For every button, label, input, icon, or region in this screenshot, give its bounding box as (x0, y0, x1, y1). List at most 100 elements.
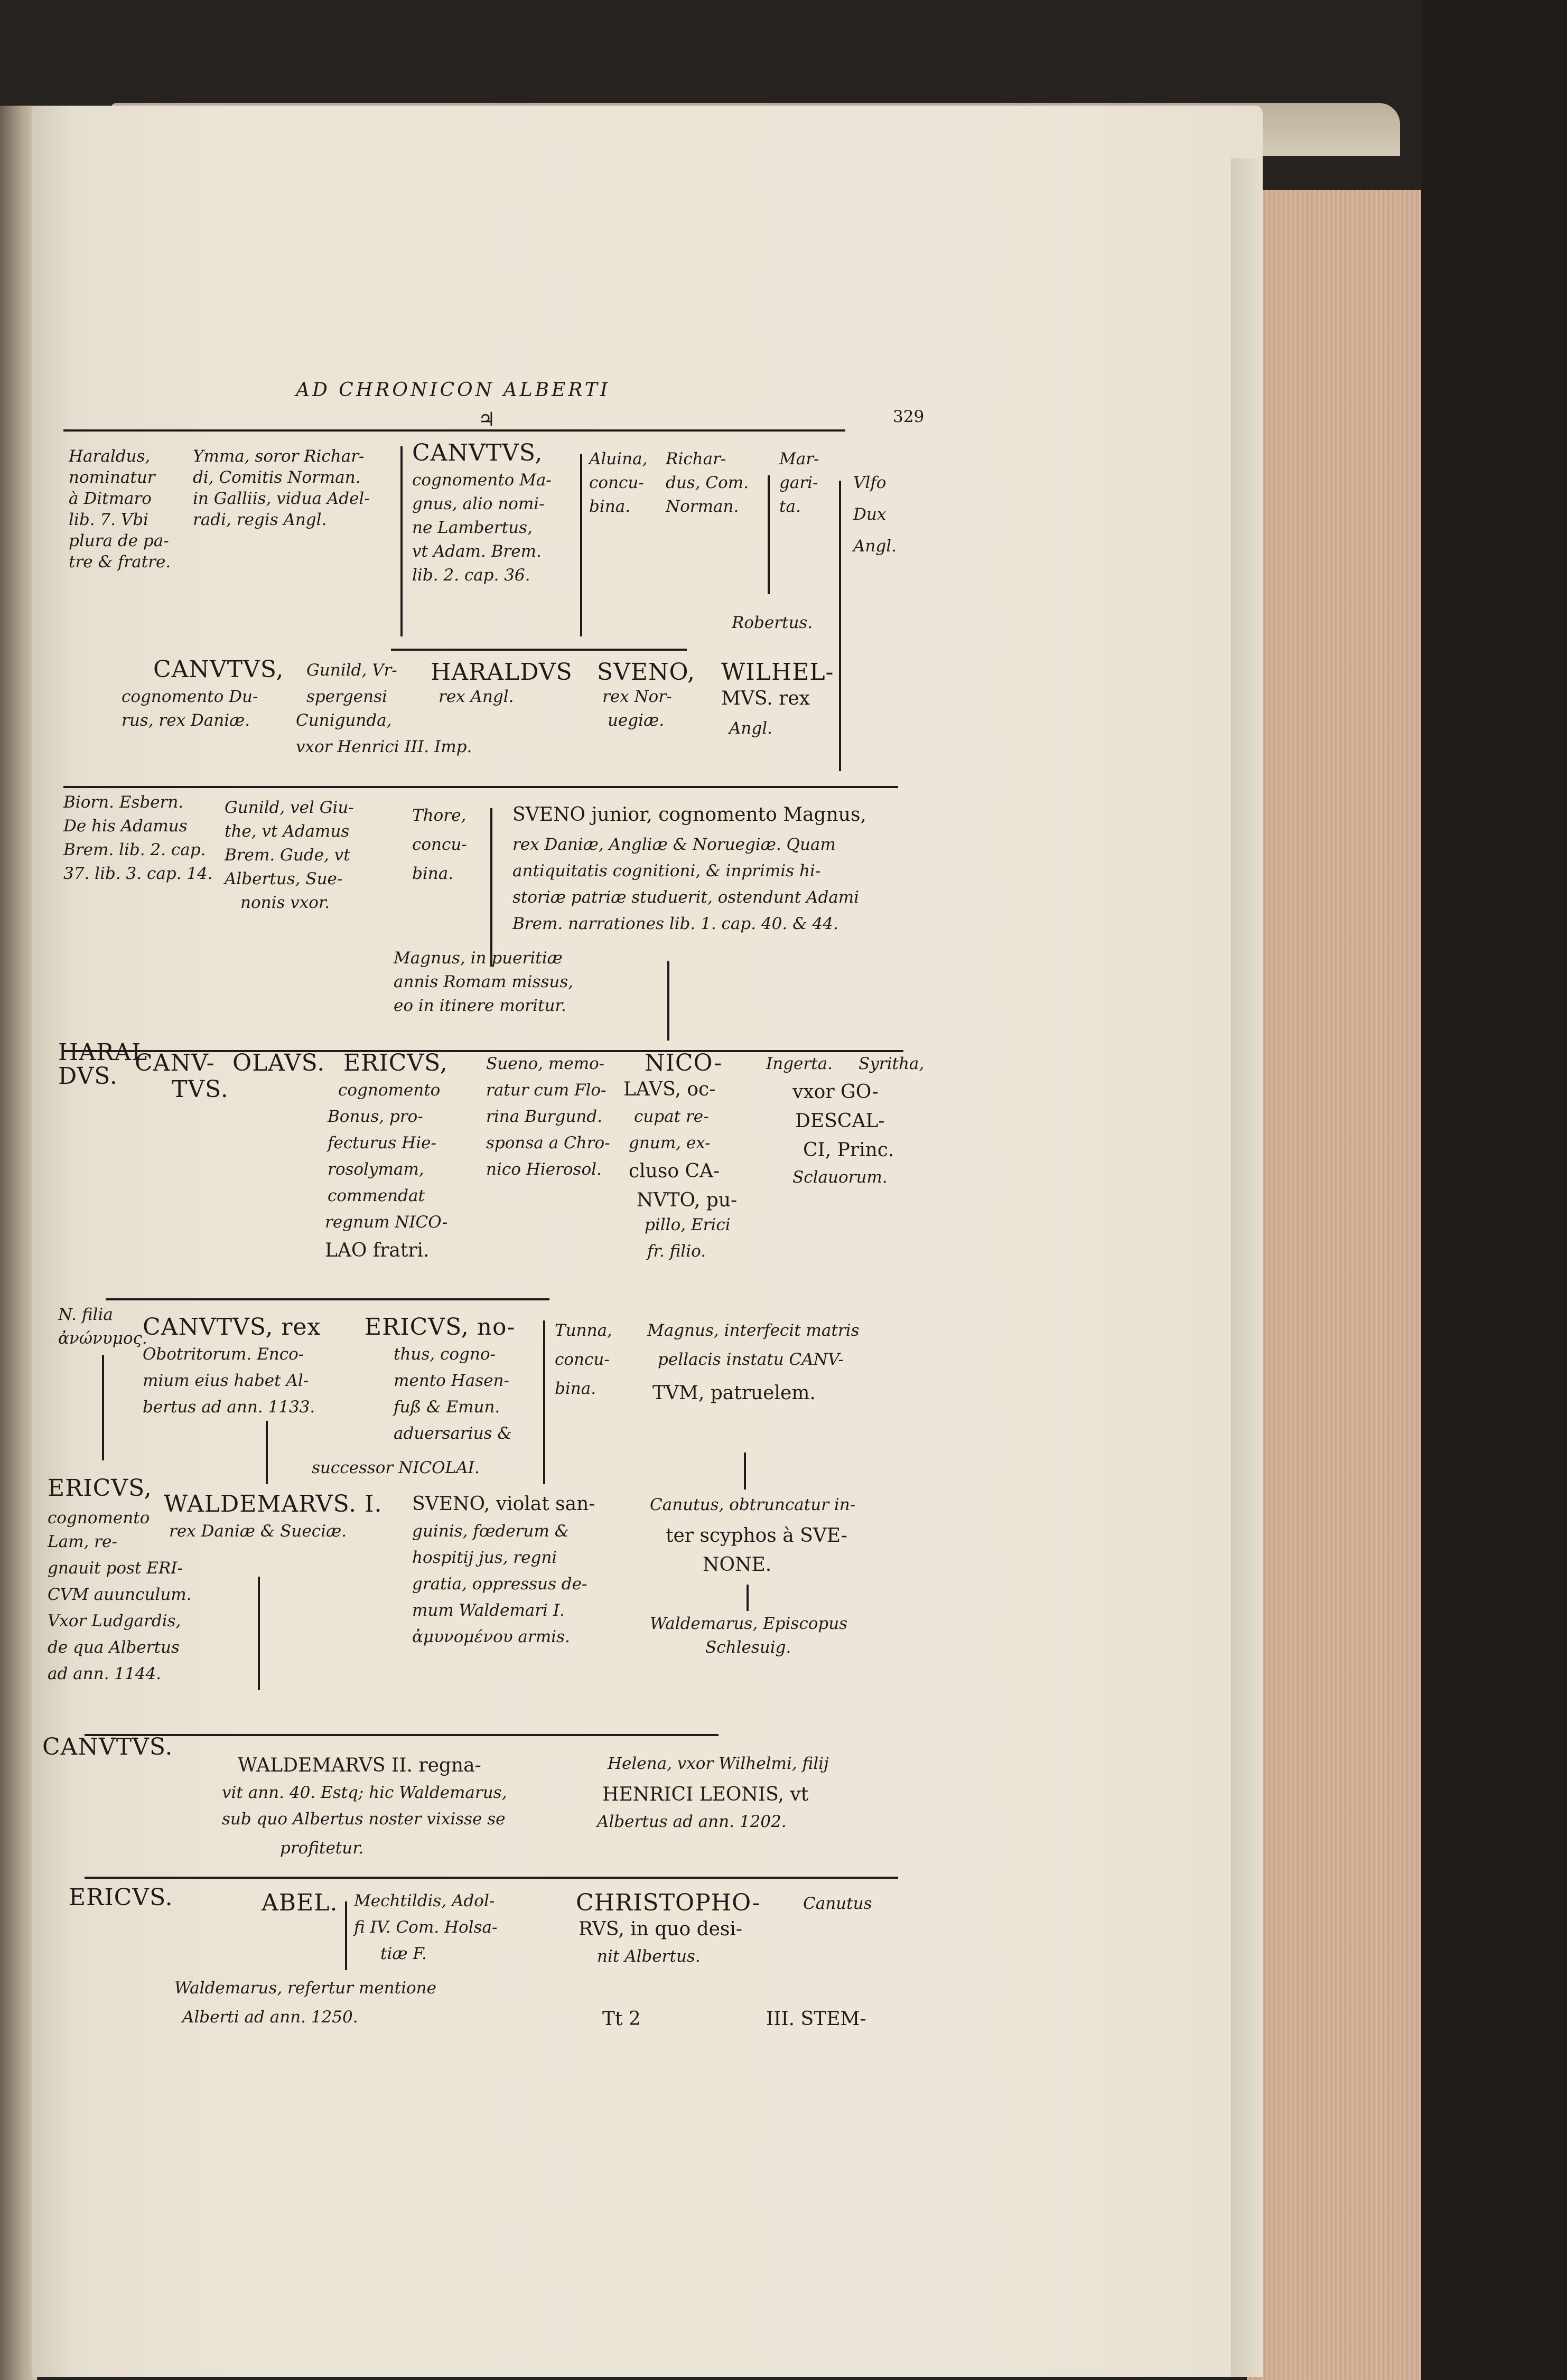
text-line: Magnus, interfecit matris (647, 1321, 860, 1340)
text-line: Aluina, (589, 449, 648, 468)
text-line: nonis vxor. (240, 893, 330, 912)
text-line: fuß & Emun. (394, 1398, 500, 1417)
text-line: SVENO, (597, 659, 696, 686)
text-line: fi IV. Com. Holsa- (354, 1918, 498, 1937)
text-line: HARALDVS (431, 659, 573, 686)
text-line: de qua Albertus (48, 1638, 180, 1657)
text-line: pellacis instatu CANV- (658, 1350, 844, 1369)
text-line: SVENO, violat san- (412, 1493, 595, 1515)
text-line: plura de pa- (69, 531, 169, 550)
text-line: Tunna, (555, 1321, 612, 1340)
text-line: nico Hierosol. (486, 1160, 602, 1179)
text-line: CI, Princ. (803, 1139, 894, 1161)
text-line: N. filia (58, 1305, 113, 1324)
page-edge-stack (1247, 190, 1421, 2380)
text-line: Norman. (666, 497, 739, 516)
text-line: ERICVS, (48, 1475, 152, 1502)
text-line: ter scyphos à SVE- (666, 1525, 847, 1547)
text-line: HARAL (58, 1039, 148, 1066)
text-line: successor NICOLAI. (312, 1458, 480, 1477)
text-line: Waldemarus, Episcopus (650, 1614, 848, 1633)
text-line: concu- (412, 835, 467, 854)
entry-canutus-gen8: Canutus (803, 1894, 872, 1913)
text-line: storiæ patriæ studuerit, ostendunt Adami (512, 888, 860, 907)
text-line: gnauit post ERI- (48, 1559, 183, 1578)
text-line: CHRISTOPHO- (576, 1889, 761, 1916)
text-line: Lam, re- (48, 1532, 117, 1551)
text-line: vit ann. 40. Estq; hic Waldemarus, (222, 1783, 507, 1802)
text-line: gari- (779, 473, 818, 492)
text-line: RVS, in quo desi- (579, 1918, 743, 1940)
text-line: tiæ F. (380, 1944, 427, 1963)
text-line: lib. 7. Vbi (69, 510, 148, 529)
text-line: DVS. (58, 1063, 118, 1090)
text-line: 37. lib. 3. cap. 14. (63, 864, 213, 883)
text-line: tre & fratre. (69, 552, 171, 571)
text-line: à Ditmaro (69, 489, 152, 508)
text-line: NONE. (703, 1554, 772, 1576)
entry-olaus: OLAVS. (232, 1050, 325, 1076)
text-line: TVS. (172, 1076, 229, 1103)
text-line: Brem. narrationes lib. 1. cap. 40. & 44. (512, 914, 838, 933)
text-line: annis Romam missus, (394, 972, 574, 991)
text-line: LAVS, oc- (623, 1079, 716, 1100)
text-line: dus, Com. (666, 473, 749, 492)
text-line: Waldemarus, refertur mentione (174, 1979, 436, 1998)
text-line: rex Angl. (439, 687, 514, 706)
text-line: ERICVS, no- (365, 1314, 516, 1341)
text-line: Mechtildis, Adol- (354, 1891, 495, 1910)
text-line: pillo, Erici (645, 1215, 731, 1234)
text-line: bertus ad ann. 1133. (143, 1398, 315, 1417)
text-line: gnus, alio nomi- (412, 494, 545, 513)
text-line: MVS. rex (721, 688, 810, 709)
text-line: Biorn. Esbern. (63, 793, 184, 812)
text-line: thus, cogno- (394, 1345, 496, 1364)
text-line: CANV- (135, 1050, 215, 1076)
text-line: vxor Henrici III. Imp. (296, 737, 472, 756)
text-line: Angl. (853, 537, 897, 556)
text-line: sub quo Albertus noster vixisse se (222, 1810, 506, 1829)
entry-ericus-gen8: ERICVS. (69, 1884, 173, 1911)
text-line: rex Nor- (602, 687, 672, 706)
text-line: radi, regis Angl. (193, 510, 327, 529)
text-line: regnum NICO- (325, 1213, 448, 1232)
text-line: WALDEMARVS II. regna- (238, 1755, 481, 1776)
text-line: cognomento (48, 1508, 150, 1528)
text-line: aduersarius & (394, 1424, 512, 1443)
text-line: WILHEL- (721, 659, 834, 686)
text-line: Obotritorum. Enco- (143, 1345, 304, 1364)
text-line: Richar- (666, 449, 726, 468)
text-line: Haraldus, (69, 447, 151, 466)
text-line: ne Lambertus, (412, 518, 533, 537)
text-line: NICO- (645, 1050, 723, 1076)
text-line: eo in itinere moritur. (394, 996, 566, 1015)
text-line: Cunigunda, (296, 711, 392, 730)
text-line: bina. (412, 864, 454, 883)
text-line: Albertus, Sue- (225, 869, 343, 888)
text-line: ἀνώνυμος. (58, 1329, 147, 1348)
book-spine (0, 106, 37, 2380)
text-line: Mar- (779, 449, 819, 468)
text-line: concu- (555, 1350, 610, 1369)
text-line: mum Waldemari I. (412, 1601, 565, 1620)
page-shadow (1231, 158, 1263, 2380)
dark-background-right (1421, 0, 1567, 2380)
text-line: Bonus, pro- (328, 1107, 423, 1126)
text-line: Canutus, obtruncatur in- (650, 1495, 856, 1514)
text-line: CANVTVS, (412, 439, 543, 466)
text-line: Helena, vxor Wilhelmi, filij (608, 1754, 829, 1773)
text-line: cognomento (338, 1081, 441, 1100)
entry-robertus: Robertus. (732, 613, 813, 632)
text-line: fr. filio. (647, 1242, 706, 1261)
catchword: III. STEM- (766, 2008, 866, 2030)
text-line: cluso CA- (629, 1160, 720, 1182)
text-line: De his Adamus (63, 817, 188, 836)
text-line: Magnus, in pueritiæ (394, 949, 563, 968)
text-line: cognomento Ma- (412, 471, 552, 490)
entry-ingerta: Ingerta. (766, 1054, 833, 1073)
text-line: SVENO junior, cognomento Magnus, (512, 804, 866, 826)
text-line: Gunild, Vr- (306, 661, 397, 680)
text-line: Angl. (729, 719, 772, 738)
text-line: nominatur (69, 468, 155, 487)
